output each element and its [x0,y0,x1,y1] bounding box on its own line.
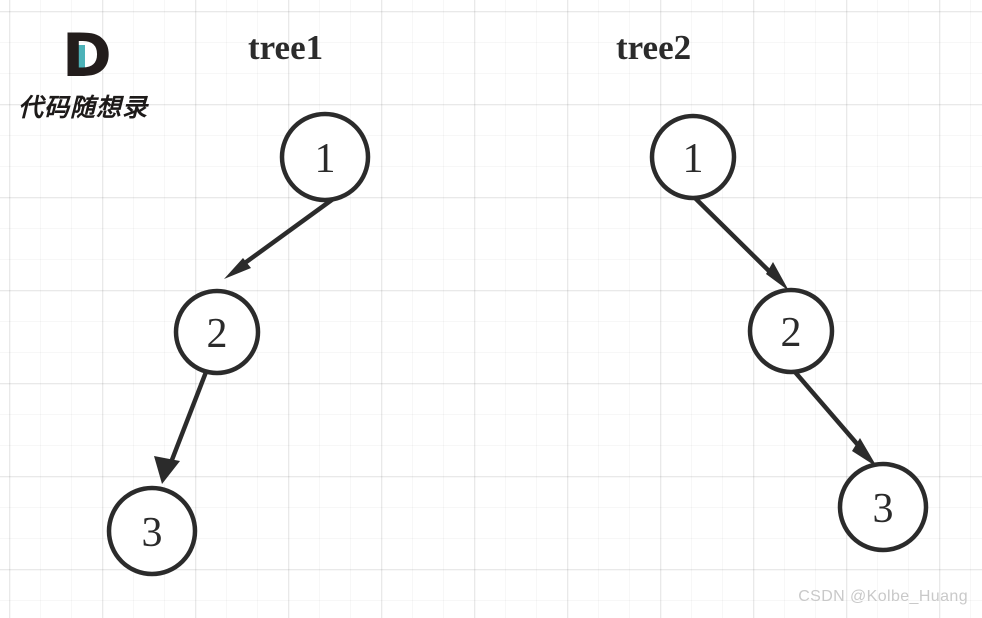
tree1-node-1-label: 1 [315,136,336,182]
tree2-node-3[interactable]: 3 [837,461,929,553]
tree1-node-3-circle[interactable] [106,485,198,577]
logo-letter: D [62,21,112,91]
tree2-edge-1-2-line [692,195,772,274]
tree2-node-3-circle[interactable] [837,461,929,553]
tree1-edge-2-3-line [167,371,209,466]
tree2-node-1-circle[interactable] [649,113,737,201]
tree1-node-3[interactable]: 3 [106,485,198,577]
tree2-node-3-label: 3 [873,486,894,532]
tree2-node-1[interactable]: 1 [649,113,737,201]
tree1-node-2-label: 2 [207,311,228,357]
tree1-node-3-label: 3 [142,510,163,556]
tree1-node-1[interactable]: 1 [279,111,371,203]
csdn-watermark: CSDN @Kolbe_Huang [798,588,968,605]
site-logo: D 代码随想录 [18,21,178,122]
tree2-edge-2-3-line [793,370,860,447]
tree2-edge-2-3 [793,370,877,467]
tree2-node-2[interactable]: 2 [747,287,835,375]
tree1-node-2-circle[interactable] [173,288,261,376]
tree1-title: tree1 [248,28,324,67]
tree1-edge-1-2-line [236,197,335,270]
tree2-node-2-circle[interactable] [747,287,835,375]
tree1-node-1-circle[interactable] [279,111,371,203]
tree2-edge-2-3-arrowhead [852,438,877,467]
tree2-title: tree2 [616,28,692,67]
tree2-edge-1-2-arrowhead [766,262,789,291]
logo-caption: 代码随想录 [18,93,149,122]
logo-accent-bar [70,45,85,71]
tree2-group: 1 2 3 [649,113,929,553]
tree1-edge-1-2 [224,197,335,279]
tree1-node-2[interactable]: 2 [173,288,261,376]
tree2-edge-1-2 [692,195,789,291]
tree2-node-2-label: 2 [781,310,802,356]
tree1-group: 1 2 3 [106,111,371,577]
tree1-edge-2-3 [154,371,209,484]
tree2-node-1-label: 1 [683,136,704,182]
tree1-edge-1-2-arrowhead [224,258,251,279]
tree1-edge-2-3-arrowhead [154,456,180,484]
logo-d-mark: D [62,21,126,91]
